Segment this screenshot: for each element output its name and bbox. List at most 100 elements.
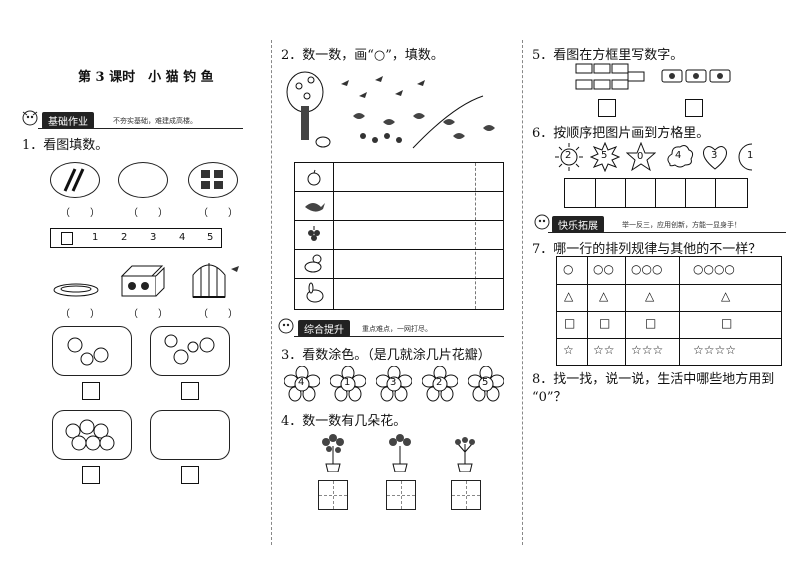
answer-box[interactable]	[82, 466, 100, 484]
flower-number: 4	[298, 377, 305, 388]
apples-icon	[67, 337, 109, 366]
apple-frame-3	[52, 326, 132, 376]
pattern-cell: ☆☆	[593, 343, 615, 357]
ruler-zero-box[interactable]	[61, 232, 73, 245]
flower-number: 1	[344, 377, 351, 388]
number-ruler	[50, 228, 222, 248]
burst-shape: 5	[589, 141, 621, 173]
answer-box[interactable]	[181, 466, 199, 484]
flower[interactable]: 4	[283, 365, 321, 402]
cartoon-icon	[278, 318, 294, 334]
sun-shape: 2	[554, 142, 584, 172]
moon-icon	[738, 143, 753, 171]
answer-box[interactable]	[685, 99, 703, 117]
flower[interactable]: 1	[329, 365, 367, 402]
question-4: 4．数一数有几朵花。	[281, 414, 407, 429]
answer-blank[interactable]: （ ）	[128, 309, 168, 320]
pattern-cell: □	[645, 316, 657, 330]
answer-blank[interactable]: （ ）	[198, 208, 238, 219]
erasers-icon	[575, 63, 645, 90]
question-8-cont: “0”？	[532, 390, 567, 405]
pattern-cell: □	[599, 316, 611, 330]
section-header-extension: 快乐拓展 举一反三，应用创新，方能一显身手！	[528, 212, 790, 234]
star-shape: 0	[625, 141, 657, 172]
shape-row: 2 5 0 4 3 1	[554, 141, 764, 173]
flower-number: 3	[390, 377, 397, 388]
potted-flower-icon	[455, 437, 475, 472]
writing-box[interactable]	[318, 480, 348, 510]
lesson-title: 第 3 课时 小 猫 钓 鱼	[78, 70, 214, 85]
flower[interactable]: 5	[467, 365, 505, 402]
bird-icon	[305, 203, 325, 212]
answer-blank[interactable]: （ ）	[198, 309, 238, 320]
birdcage-icon	[192, 263, 239, 298]
pattern-cell: △	[599, 289, 609, 303]
flower-icon	[375, 365, 413, 402]
pattern-cell: △	[645, 289, 655, 303]
flower-icon	[467, 365, 505, 402]
question-1: 1．看图填数。	[22, 138, 109, 153]
pattern-cell: ☆☆☆	[631, 343, 664, 357]
count-table	[294, 162, 504, 310]
plate-icon	[53, 283, 99, 297]
duck-icon	[304, 254, 322, 273]
burst-icon	[589, 141, 621, 173]
answer-box[interactable]	[82, 382, 100, 400]
moon-shape: 1	[734, 142, 764, 172]
apple-frame-4	[150, 326, 230, 376]
flower-number: 2	[436, 377, 443, 388]
question-7: 7．哪一行的排列规律与其他的不一样？	[532, 242, 762, 257]
flower[interactable]: 3	[375, 365, 413, 402]
star-icon	[625, 141, 657, 172]
question-2: 2．数一数，画“○”，填数。	[281, 48, 444, 63]
grape-icon	[308, 226, 320, 241]
pattern-cell: ○○○	[631, 262, 663, 276]
answer-blank[interactable]: （ ）	[60, 208, 100, 219]
sun-icon	[555, 143, 583, 171]
column-divider	[522, 40, 523, 545]
ruler-tick: 4	[179, 232, 186, 243]
flower[interactable]: 2	[421, 365, 459, 402]
answer-blank[interactable]: （ ）	[128, 208, 168, 219]
flower-icon	[283, 365, 321, 402]
apple-icon	[307, 169, 321, 186]
apples-icon	[164, 334, 215, 365]
pattern-cell: ○	[563, 262, 574, 276]
answer-grid[interactable]	[564, 178, 748, 208]
answer-box[interactable]	[598, 99, 616, 117]
pattern-cell: ☆	[563, 343, 574, 357]
writing-box[interactable]	[451, 480, 481, 510]
section-subtitle: 举一反三，应用创新，方能一显身手！	[622, 221, 741, 229]
potted-flower-icon	[389, 434, 411, 472]
answer-blank[interactable]: （ ）	[60, 309, 100, 320]
question-5: 5．看图在方框里写数字。	[532, 48, 684, 63]
potted-flower-icon	[322, 434, 344, 472]
pattern-cell: ○○	[593, 262, 614, 276]
pattern-cell: △	[721, 289, 731, 303]
flower-row: 4 1 3 2 5	[283, 365, 505, 402]
pencils-icon	[63, 168, 85, 192]
pattern-cell: □	[721, 316, 733, 330]
flower-number: 5	[482, 377, 489, 388]
apple-frame-empty	[150, 410, 230, 460]
pattern-cell: △	[564, 289, 574, 303]
flower-icon	[421, 365, 459, 402]
question-8: 8．找一找，说一说，生活中哪些地方用到	[532, 372, 775, 387]
question-6: 6．按顺序把图片画到方格里。	[532, 126, 710, 141]
flower-icon	[329, 365, 367, 402]
scene-illustration	[286, 71, 495, 149]
cartoon-icon	[534, 214, 550, 230]
pattern-cell: □	[564, 316, 576, 330]
question-3: 3．看数涂色。（是几就涂几片花瓣）	[281, 348, 491, 363]
cloud-shape: 4	[664, 142, 694, 172]
pattern-cell: ○○○○	[693, 262, 735, 276]
answer-box[interactable]	[181, 382, 199, 400]
apples-icon	[65, 419, 115, 451]
writing-box[interactable]	[386, 480, 416, 510]
column-divider	[271, 40, 272, 545]
pattern-table: ○ ○○ ○○○ ○○○○ △ △ △ △ □ □ □ □ ☆ ☆☆ ☆☆☆ ☆…	[556, 256, 782, 366]
cartoon-icon	[22, 110, 38, 126]
oval-pencils	[50, 162, 100, 198]
section-subtitle: 不夯实基础，难建成高楼。	[113, 117, 197, 125]
section-label: 快乐拓展	[552, 216, 604, 233]
